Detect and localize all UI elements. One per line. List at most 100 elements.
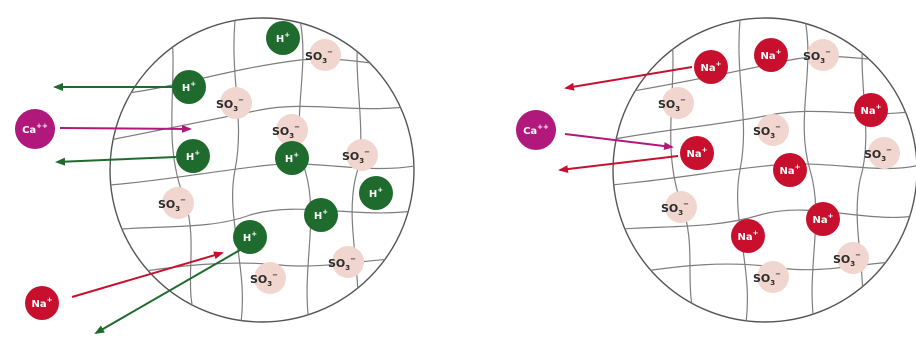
sulfonate-group: SO3− [342,139,378,171]
hydrogen-ion-label: H+ [182,80,196,94]
calcium-ion: Ca++ [516,110,556,150]
calcium-ion: Ca++ [15,109,55,149]
sodium-ion: Na+ [25,286,59,320]
sulfonate-disc [276,114,308,146]
sulfonate-disc [662,87,694,119]
hydrogen-ion: H+ [304,198,338,232]
sulfonate-group: SO3− [305,39,341,71]
sulfonate-group: SO3− [272,114,308,146]
sodium-ion-label: Na+ [738,229,759,243]
hydrogen-ion-disc [275,141,309,175]
sulfonate-group: SO3− [158,187,194,219]
sulfonate-disc [162,187,194,219]
calcium-ion-label: Ca++ [22,122,48,136]
sodium-ion-disc [694,50,728,84]
hydrogen-ion-disc [233,220,267,254]
hydrogen-ion-disc [176,139,210,173]
sulfonate-label: SO3− [661,200,689,217]
sodium-ion-disc [806,202,840,236]
hydrogen-ion: H+ [172,70,206,104]
sulfonate-disc [346,139,378,171]
sulfonate-group: SO3− [661,191,697,223]
sulfonate-label: SO3− [216,96,244,113]
sulfonate-group: SO3− [753,261,789,293]
calcium-ion-disc [516,110,556,150]
sodium-ion-label: Na+ [780,163,801,177]
sodium-ion-disc [854,93,888,127]
sulfonate-disc [254,262,286,294]
calcium-ion-disc [15,109,55,149]
sulfonate-disc [309,39,341,71]
sulfonate-disc [332,246,364,278]
na-out-arrow [564,66,693,91]
sulfonate-group: SO3− [658,87,694,119]
sulfonate-label: SO3− [342,148,370,165]
hydrogen-ion-disc [304,198,338,232]
sodium-ion-disc [773,153,807,187]
sulfonate-disc [757,261,789,293]
hydrogen-ion-disc [266,21,300,55]
sodium-ion: Na+ [854,93,888,127]
sulfonate-label: SO3− [803,48,831,65]
hydrogen-ion-label: H+ [243,230,257,244]
sulfonate-label: SO3− [833,251,861,268]
sodium-ion: Na+ [806,202,840,236]
hydrogen-ion: H+ [176,139,210,173]
sulfonate-group: SO3− [803,39,839,71]
sulfonate-label: SO3− [658,96,686,113]
sodium-ion-label: Na+ [32,296,53,310]
sulfonate-group: SO3− [216,87,252,119]
sulfonate-label: SO3− [250,271,278,288]
calcium-ion-label: Ca++ [523,123,549,137]
ca-in-arrow [59,124,192,133]
hydrogen-ion-label: H+ [276,31,290,45]
sulfonate-label: SO3− [272,123,300,140]
sulfonate-label: SO3− [753,123,781,140]
ca-in-arrow [564,133,674,151]
hydrogen-ion-disc [359,176,393,210]
sulfonate-disc [757,114,789,146]
sulfonate-group: SO3− [833,242,869,274]
hydrogen-ion-label: H+ [186,149,200,163]
na-in-arrow [71,251,224,298]
left-arrows [53,83,241,334]
sodium-ion: Na+ [694,50,728,84]
sodium-ion-label: Na+ [761,48,782,62]
sulfonate-group: SO3− [328,246,364,278]
h-out-arrow [94,249,241,334]
sodium-ion: Na+ [731,219,765,253]
sulfonate-label: SO3− [864,146,892,163]
sulfonate-label: SO3− [328,255,356,272]
sulfonate-group: SO3− [753,114,789,146]
sodium-ion-disc [754,38,788,72]
hydrogen-ion-label: H+ [285,151,299,165]
sodium-ion-label: Na+ [687,146,708,160]
na-out-arrow [558,155,679,174]
hydrogen-ion-label: H+ [314,208,328,222]
right-arrows [558,66,693,174]
hydrogen-ion: H+ [266,21,300,55]
sulfonate-disc [665,191,697,223]
sulfonate-disc [220,87,252,119]
hydrogen-ion: H+ [275,141,309,175]
hydrogen-ion-disc [172,70,206,104]
sulfonate-label: SO3− [753,270,781,287]
sodium-ion-label: Na+ [701,60,722,74]
sulfonate-disc [837,242,869,274]
sulfonate-disc [807,39,839,71]
sulfonate-label: SO3− [305,48,333,65]
h-out-arrow [55,156,177,166]
sulfonate-disc [868,137,900,169]
sodium-ion-disc [731,219,765,253]
hydrogen-ion-label: H+ [369,186,383,200]
sulfonate-label: SO3− [158,196,186,213]
hydrogen-ion: H+ [233,220,267,254]
sulfonate-group: SO3− [250,262,286,294]
sodium-ion-label: Na+ [813,212,834,226]
hydrogen-ion: H+ [359,176,393,210]
sodium-ion: Na+ [680,136,714,170]
sodium-ion-label: Na+ [861,103,882,117]
sulfonate-group: SO3− [864,137,900,169]
